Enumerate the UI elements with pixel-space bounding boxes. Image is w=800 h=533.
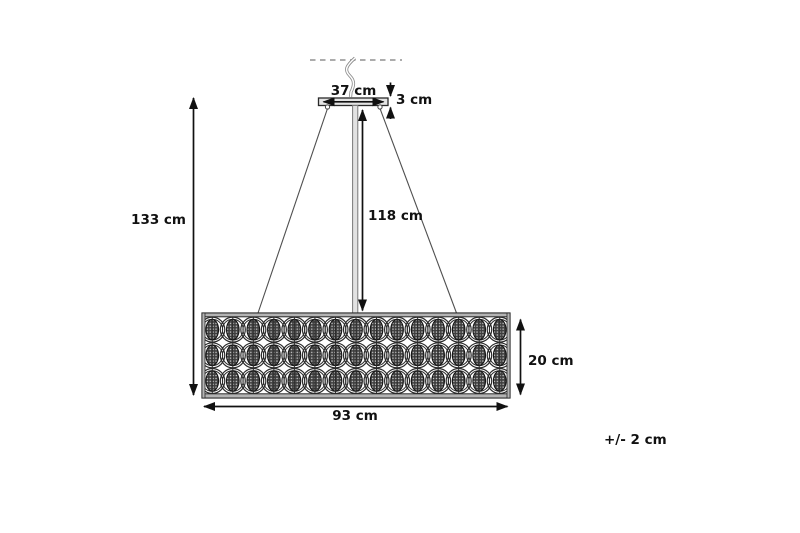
- wire-hook-right: [377, 104, 383, 110]
- dim-shade-width: 93 cm: [203, 402, 509, 424]
- tolerance-note: +/- 2 cm: [604, 432, 667, 448]
- shade-left-edge: [201, 312, 206, 399]
- shade-right-edge: [506, 312, 511, 399]
- suspension-length-label: 118 cm: [368, 208, 423, 224]
- dim-total-height: 133 cm: [131, 97, 198, 396]
- suspension-rod: [352, 105, 359, 314]
- dim-canopy-width: 37 cm: [322, 83, 385, 107]
- canopy-width-label: 37 cm: [331, 83, 377, 99]
- lamp-shade: [201, 312, 511, 399]
- wire-hook-left: [324, 104, 331, 110]
- power-cord: [344, 56, 357, 98]
- dim-shade-height: 20 cm: [516, 318, 574, 396]
- total-height-label: 133 cm: [131, 212, 186, 228]
- shade-width-label: 93 cm: [332, 408, 378, 424]
- shade-bottom-rim: [201, 393, 511, 399]
- suspension-wire-left: [257, 108, 329, 314]
- canopy-thickness-label: 3 cm: [396, 92, 432, 108]
- shade-height-label: 20 cm: [528, 353, 574, 369]
- suspension-wire-right: [379, 108, 458, 314]
- shade-top-rim: [201, 312, 511, 318]
- dim-canopy-thickness: 3 cm: [386, 82, 432, 119]
- dim-suspension-length: 118 cm: [358, 109, 423, 312]
- shade-crystal-pattern: [203, 316, 509, 394]
